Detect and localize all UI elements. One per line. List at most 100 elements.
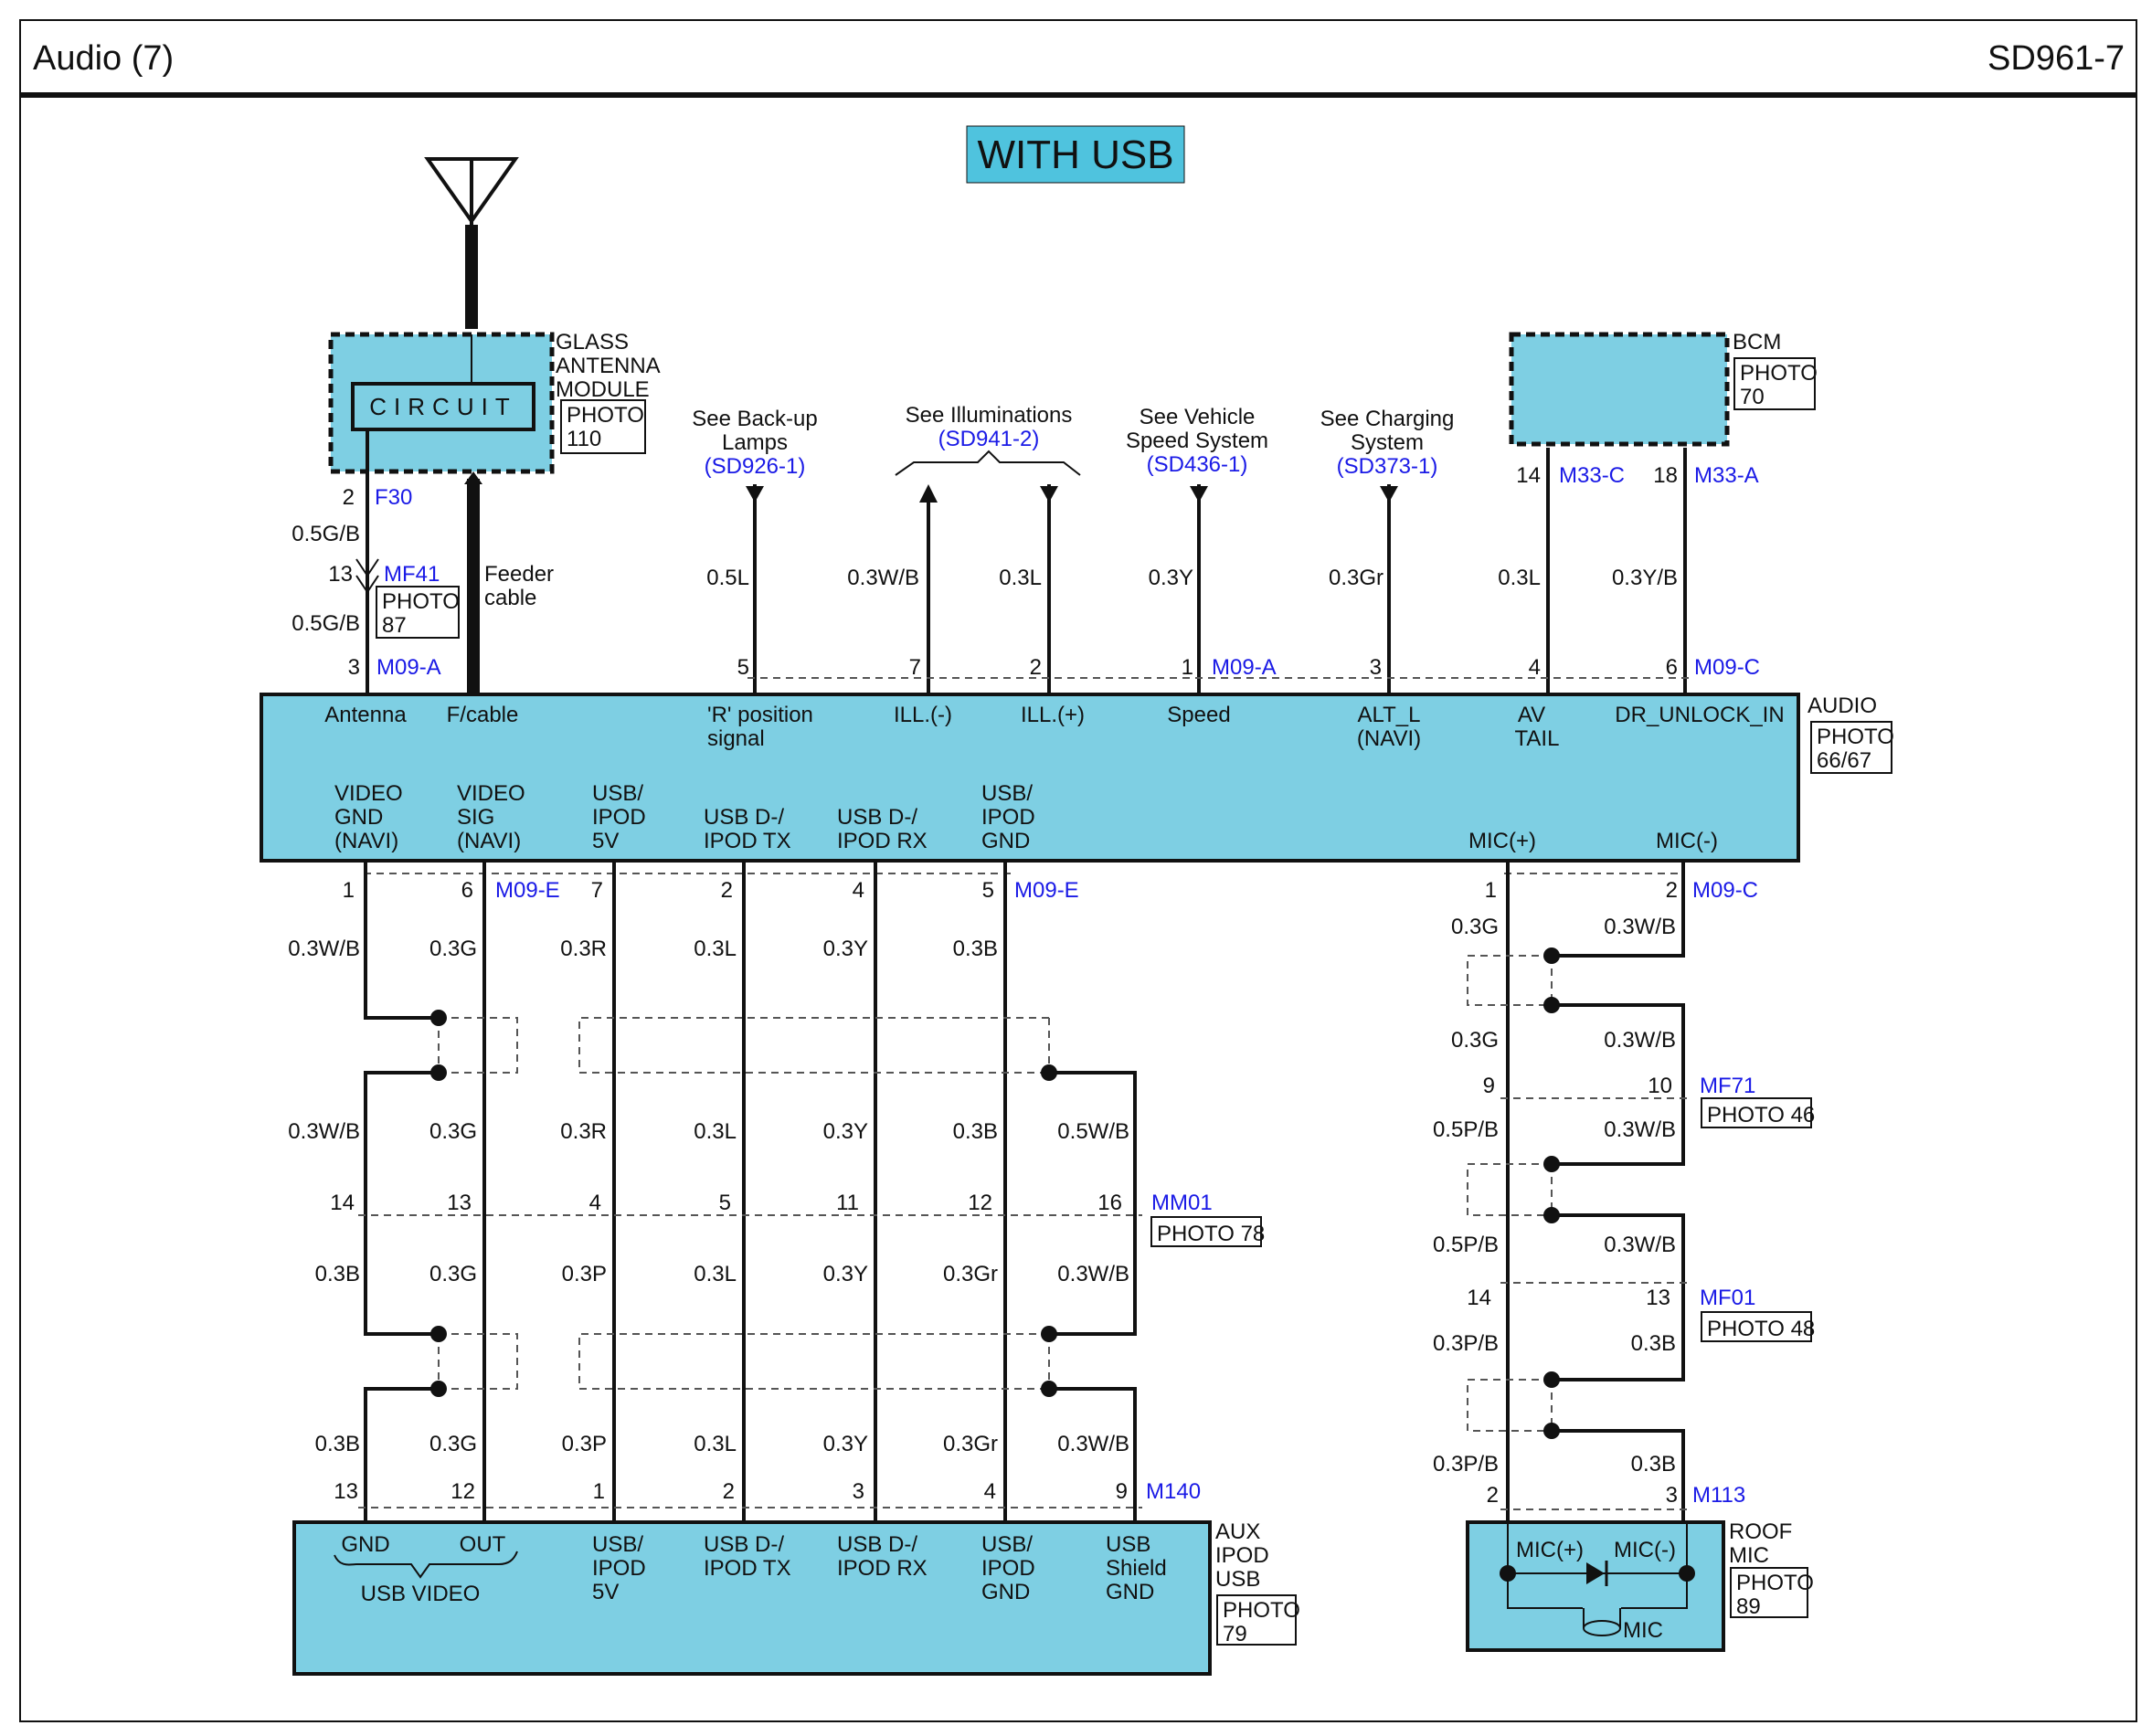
upper-wire-1: 0.5L [706, 566, 749, 590]
low-sig-mic-plus: MIC(+) [1468, 829, 1536, 853]
joint-photo-2: 87 [382, 613, 407, 638]
low-sig-6a: USB/ [981, 781, 1033, 806]
glass-antenna-photo-2: 110 [567, 427, 601, 451]
lw-r1-1: 0.3W/B [288, 937, 360, 961]
upper-wires [746, 448, 1691, 694]
audio-photo-1: PHOTO [1817, 725, 1894, 749]
mm01-photo-box [1150, 1216, 1262, 1247]
m140-pin-5: 3 [853, 1479, 864, 1504]
audio-photo-box [1810, 721, 1892, 774]
aux-sig-3a: USB D-/ [837, 1532, 917, 1557]
glass-antenna-name-1: GLASS [556, 330, 629, 355]
rw-2b: 0.3W/B [1604, 1028, 1676, 1053]
lw-r2-5: 0.3Y [823, 1119, 868, 1144]
bcm-pin-1: 14 [1516, 463, 1541, 488]
glass-antenna-photo-1: PHOTO [567, 403, 644, 428]
lw-r3-6: 0.3Gr [943, 1262, 998, 1286]
joint-pin: 13 [328, 562, 353, 587]
low-conn-c: M09-C [1692, 878, 1758, 903]
aux-name-3: USB [1215, 1567, 1260, 1592]
low-pin-4: 2 [721, 878, 733, 903]
aux-name-1: AUX [1215, 1519, 1260, 1544]
sig-alt-2: (NAVI) [1357, 726, 1421, 751]
lw-r2-2: 0.3G [429, 1119, 477, 1144]
ref-backup-lamps[interactable]: See Back-up Lamps (SD926-1) [692, 407, 817, 479]
roof-mic-name-1: ROOF [1729, 1519, 1792, 1544]
lw-r3-4: 0.3L [694, 1262, 737, 1286]
antenna-icon [424, 157, 519, 329]
antenna-wire-1: 0.5G/B [292, 522, 360, 546]
ref-illuminations[interactable]: See Illuminations (SD941-2) [895, 403, 1081, 476]
low-sig-mic-minus: MIC(-) [1656, 829, 1718, 853]
antenna-pin: 2 [343, 485, 355, 510]
mm01-pin-7: 16 [1097, 1191, 1122, 1215]
svg-text:See Back-up: See Back-up [692, 407, 817, 431]
upper-pin-7: 4 [1529, 655, 1541, 680]
low-sig-2b: SIG [457, 805, 494, 830]
upper-wire-4: 0.3Y [1149, 566, 1193, 590]
low-pin-6: 5 [982, 878, 994, 903]
mf71-conn: MF71 [1700, 1074, 1755, 1098]
aux-sig-4b: IPOD [981, 1556, 1035, 1581]
sig-fcable: F/cable [447, 703, 519, 727]
mf71-photo: PHOTO 46 [1707, 1103, 1815, 1127]
lw-r4-1: 0.3B [315, 1432, 360, 1456]
mf01-photo-box [1701, 1311, 1812, 1342]
page-frame [19, 19, 2137, 1722]
ref-vehicle-speed[interactable]: See Vehicle Speed System (SD436-1) [1126, 405, 1268, 477]
mm01-photo: PHOTO 78 [1157, 1222, 1265, 1246]
upper-conn-a: M09-A [376, 655, 441, 680]
svg-text:See Charging: See Charging [1320, 407, 1455, 431]
roof-mic-name-2: MIC [1729, 1543, 1769, 1568]
lw-r4-2: 0.3G [429, 1432, 477, 1456]
bcm-photo-box [1733, 357, 1816, 410]
audio-unit [260, 693, 1800, 863]
aux-gnd: GND [341, 1532, 389, 1557]
lw-r2-6: 0.3B [953, 1119, 998, 1144]
roof-mic-photo-2: 89 [1736, 1594, 1761, 1619]
aux-sig-1c: 5V [592, 1580, 619, 1604]
bcm-photo-1: PHOTO [1740, 361, 1818, 386]
aux-sig-4a: USB/ [981, 1532, 1033, 1557]
mm01-pin-5: 11 [836, 1191, 859, 1215]
feeder-label-2: cable [484, 586, 536, 610]
upper-pin-1: 3 [348, 655, 360, 680]
low-pin-3: 7 [591, 878, 603, 903]
lw-r3-1: 0.3B [315, 1262, 360, 1286]
mm01-pin-1: 14 [330, 1191, 355, 1215]
upper-pin-5: 1 [1182, 655, 1193, 680]
low-sig-1b: GND [334, 805, 383, 830]
lw-r3-7: 0.3W/B [1057, 1262, 1129, 1286]
m140-pin-6: 4 [984, 1479, 996, 1504]
low-sig-4a: USB D-/ [704, 805, 784, 830]
audio-name: AUDIO [1807, 693, 1877, 718]
roof-mic-minus: MIC(-) [1614, 1538, 1676, 1562]
upper-wire-2: 0.3W/B [847, 566, 919, 590]
upper-pin-3: 7 [909, 655, 921, 680]
low-sig-1a: VIDEO [334, 781, 403, 806]
rw-3b: 0.3W/B [1604, 1117, 1676, 1142]
ref-charging[interactable]: See Charging System (SD373-1) [1320, 407, 1455, 479]
mf01-conn: MF01 [1700, 1286, 1755, 1310]
sig-ill-plus: ILL.(+) [1021, 703, 1085, 727]
roof-mic-plus: MIC(+) [1516, 1538, 1584, 1562]
page-code: SD961-7 [1988, 39, 2125, 78]
lw-r1-4: 0.3L [694, 937, 737, 961]
lw-r4-6: 0.3Gr [943, 1432, 998, 1456]
roof-mic-unit [1466, 1520, 1725, 1652]
mf71-pin-2: 10 [1648, 1074, 1672, 1098]
roof-mic-photo-1: PHOTO [1736, 1571, 1814, 1595]
banner-box [966, 125, 1185, 184]
mm01-pin-4: 5 [719, 1191, 731, 1215]
joint-conn: MF41 [384, 562, 440, 587]
sig-speed: Speed [1167, 703, 1230, 727]
rw-1b: 0.3W/B [1604, 915, 1676, 939]
mm01-pin-3: 4 [589, 1191, 601, 1215]
lw-r2-4: 0.3L [694, 1119, 737, 1144]
upper-conn-a2: M09-A [1212, 655, 1277, 680]
aux-sig-5a: USB [1106, 1532, 1150, 1557]
aux-photo-2: 79 [1223, 1622, 1247, 1646]
aux-sig-3b: IPOD RX [837, 1556, 928, 1581]
bcm-conn-1: M33-C [1559, 463, 1625, 488]
